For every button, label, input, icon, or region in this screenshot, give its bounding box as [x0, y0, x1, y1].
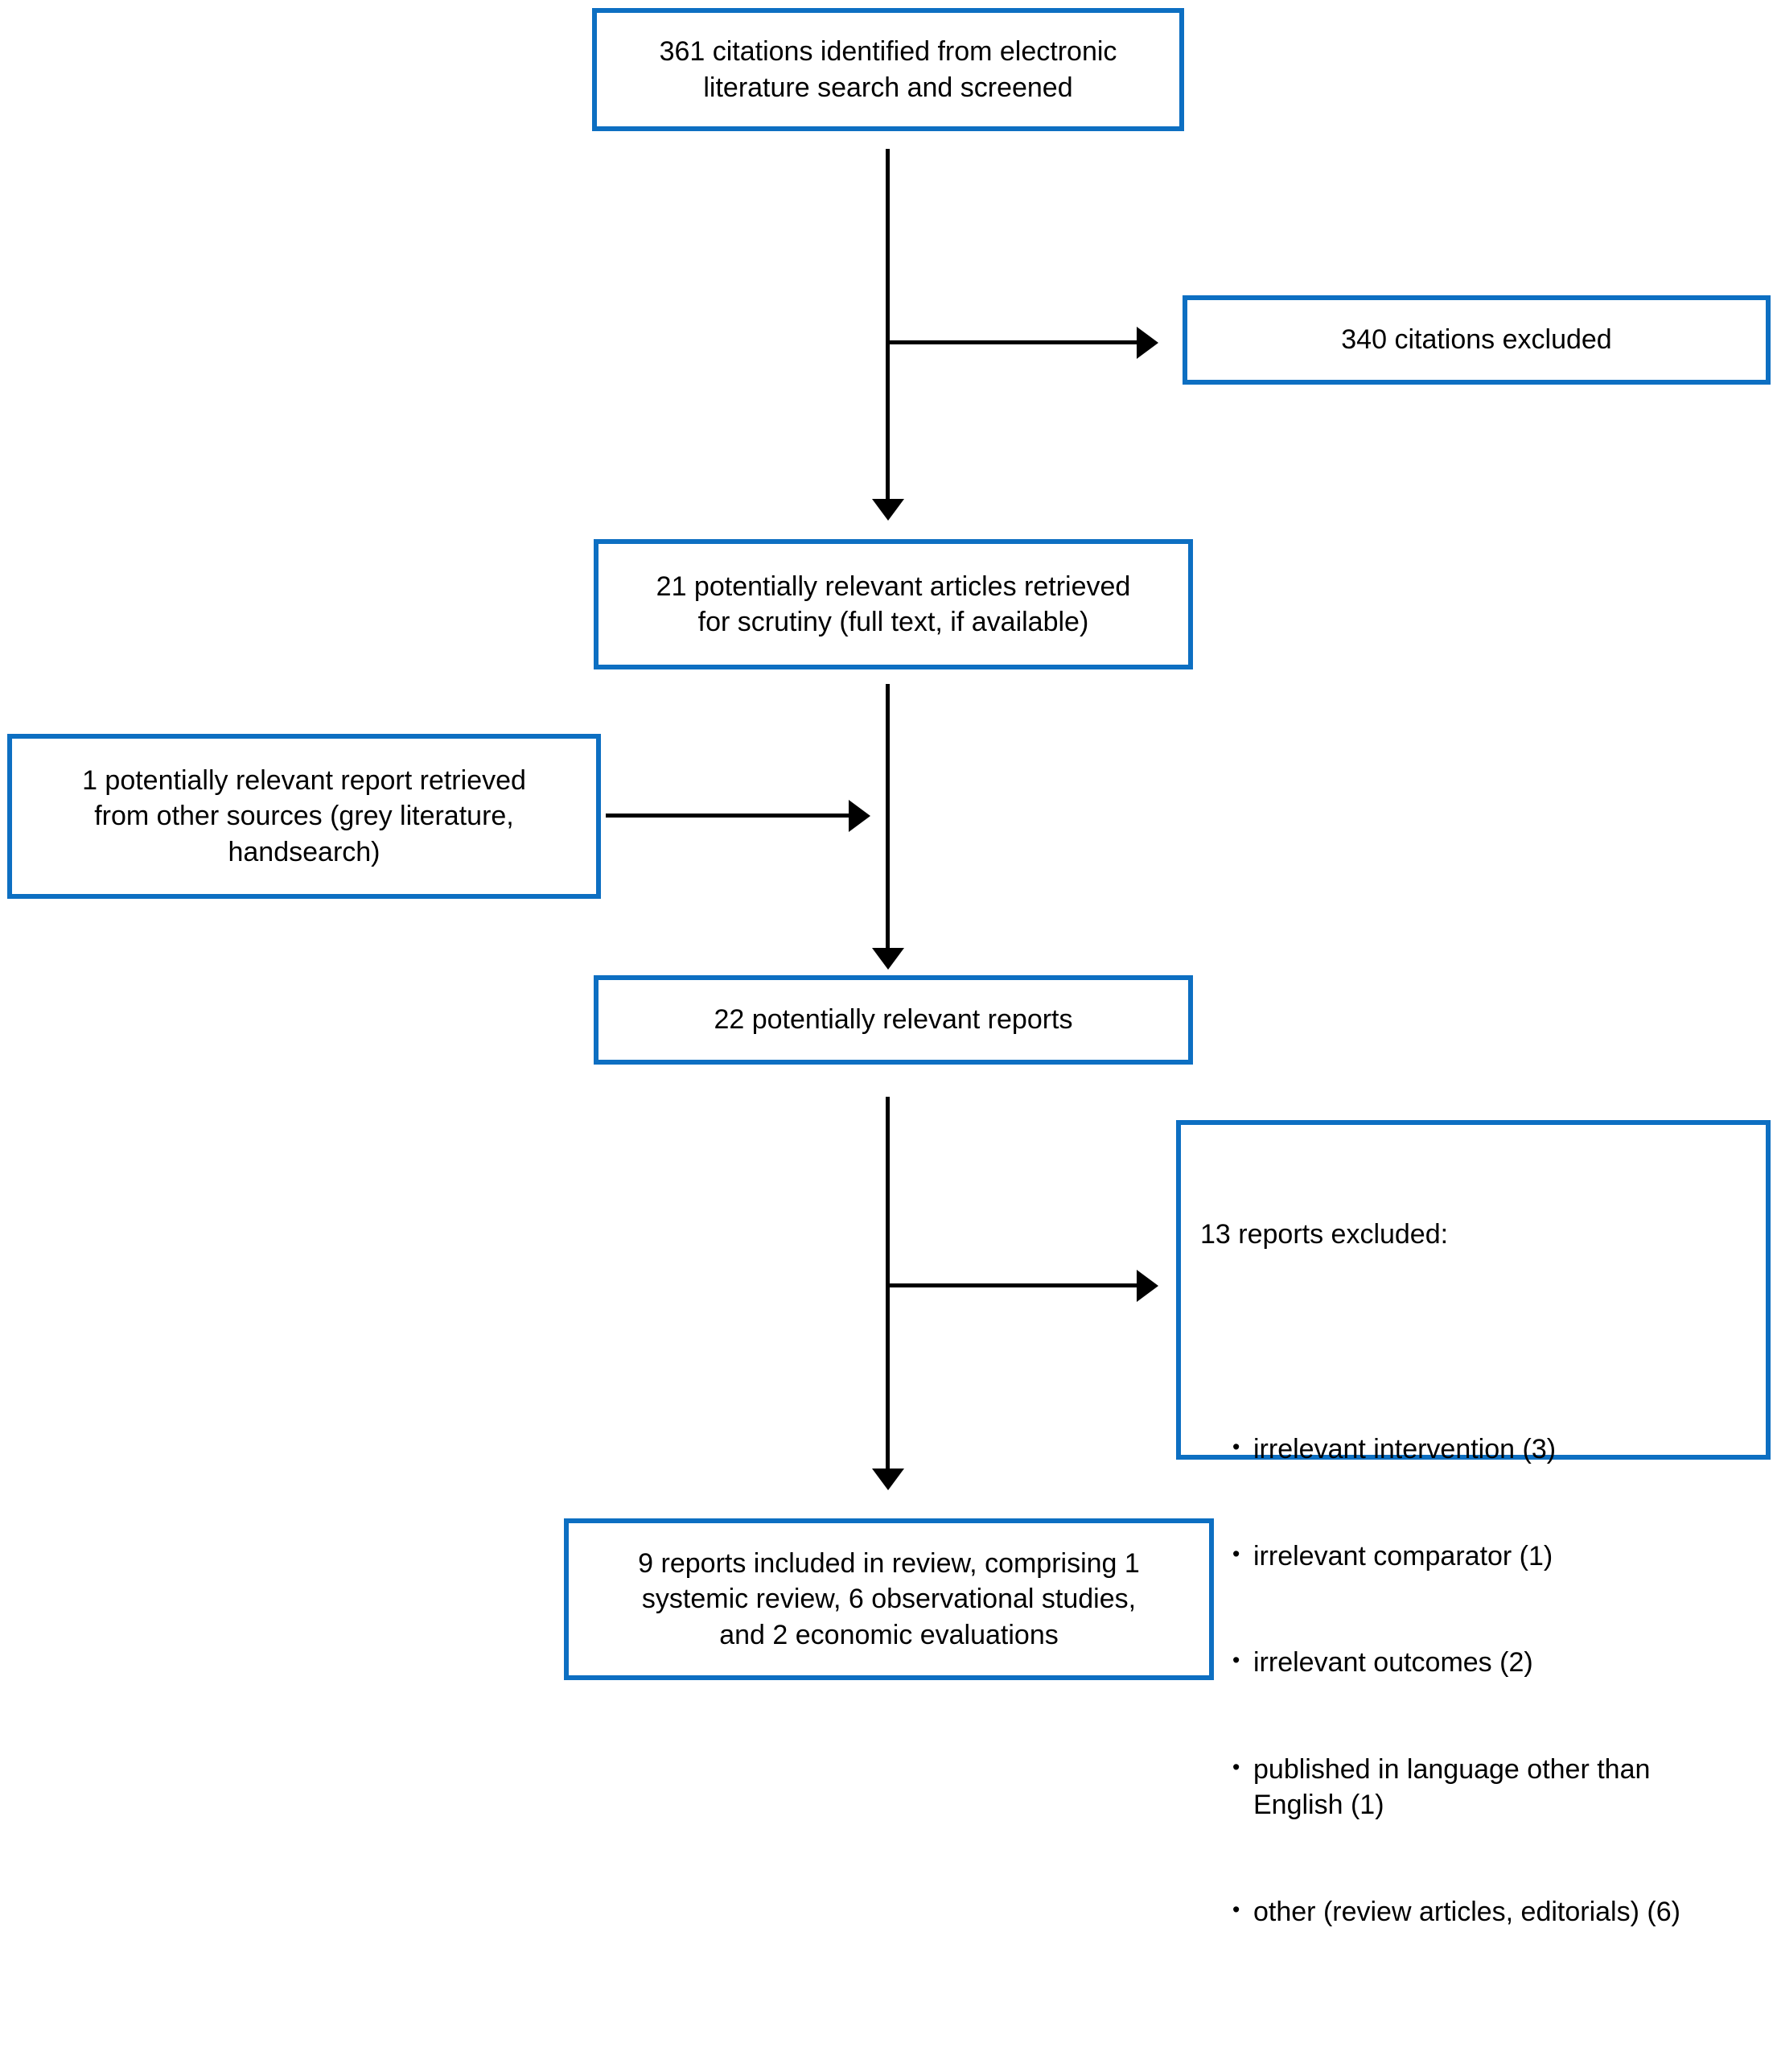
- box-other-sources: 1 potentially relevant report retrieved …: [7, 734, 601, 899]
- exclusion-reason-item: irrelevant comparator (1): [1231, 1539, 1746, 1574]
- exclusion-reason-item: irrelevant outcomes (2): [1231, 1645, 1746, 1680]
- arrowhead-right-icon: [1137, 1270, 1158, 1302]
- box-citations-screened: 361 citations identified from electronic…: [592, 8, 1184, 131]
- box-citations-excluded: 340 citations excluded: [1183, 295, 1771, 385]
- arrowhead-down-icon: [872, 948, 904, 970]
- arrow-line-screened-to-retrieved: [886, 149, 890, 499]
- prisma-flow-diagram: 361 citations identified from electronic…: [0, 0, 1777, 1692]
- arrowhead-down-icon: [872, 1469, 904, 1490]
- arrow-line-other-sources-join: [606, 814, 849, 818]
- exclusion-reasons-list: irrelevant intervention (3) irrelevant c…: [1200, 1361, 1746, 2000]
- exclusion-reason-item: other (review articles, editorials) (6): [1231, 1894, 1746, 1930]
- arrow-line-to-citations-excluded: [886, 340, 1137, 344]
- box-articles-retrieved: 21 potentially relevant articles retriev…: [594, 539, 1193, 669]
- exclusion-reason-item: published in language other than English…: [1231, 1752, 1746, 1823]
- box-relevant-reports: 22 potentially relevant reports: [594, 975, 1193, 1065]
- arrowhead-right-icon: [849, 800, 870, 832]
- reports-excluded-title: 13 reports excluded:: [1200, 1219, 1449, 1250]
- arrow-line-reports-to-included: [886, 1097, 890, 1469]
- arrowhead-down-icon: [872, 499, 904, 521]
- arrowhead-right-icon: [1137, 327, 1158, 359]
- arrow-line-retrieved-to-reports: [886, 684, 890, 948]
- exclusion-reason-item: irrelevant intervention (3): [1231, 1431, 1746, 1467]
- box-reports-included: 9 reports included in review, comprising…: [564, 1518, 1214, 1680]
- arrow-line-to-reports-excluded: [886, 1283, 1137, 1287]
- box-reports-excluded: 13 reports excluded: irrelevant interven…: [1176, 1120, 1771, 1927]
